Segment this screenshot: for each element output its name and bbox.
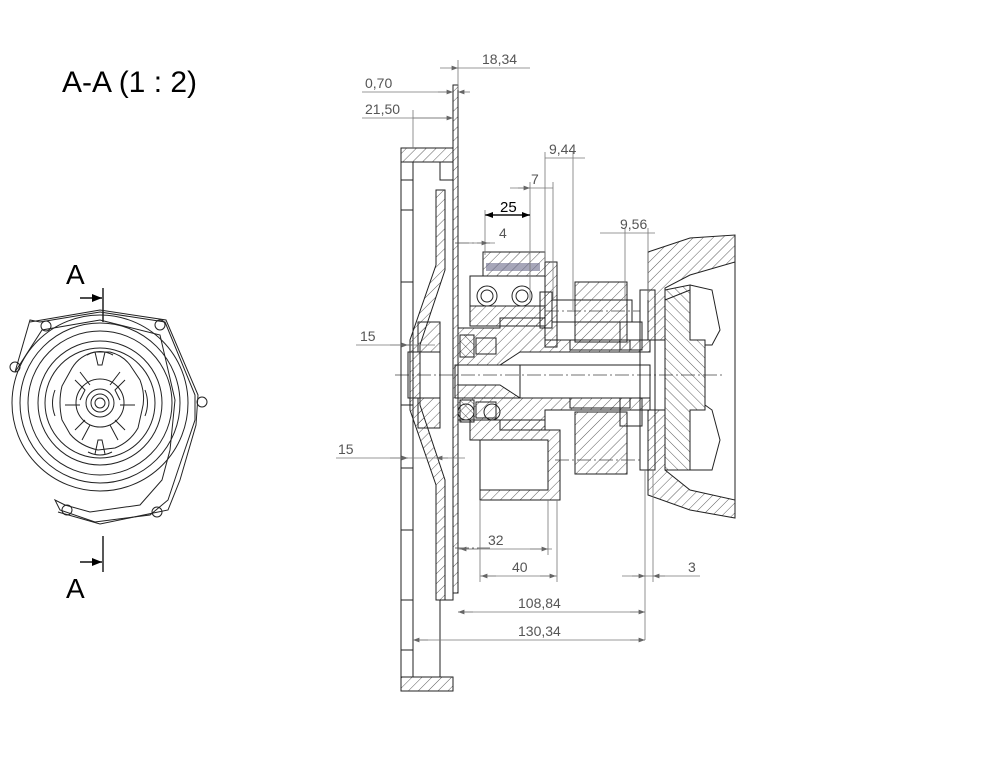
dim-108-84: 108,84 — [518, 595, 561, 611]
dim-3: 3 — [688, 559, 696, 575]
dim-4: 4 — [499, 225, 507, 241]
impeller — [52, 351, 148, 456]
dim-0-70: 0,70 — [365, 75, 392, 91]
dim-32: 32 — [488, 532, 504, 548]
dim-18-34: 18,34 — [482, 51, 517, 67]
dim-9-44: 9,44 — [549, 141, 576, 157]
bolt-hole — [151, 506, 163, 518]
section-mark-bottom: A — [66, 573, 85, 604]
dim-15-top: 15 — [360, 328, 376, 344]
impeller-gear — [545, 281, 643, 475]
dim-40: 40 — [512, 559, 528, 575]
bolt-hole — [61, 504, 73, 516]
right-housing — [639, 234, 736, 519]
gasket-plate — [452, 84, 459, 594]
pulley-flange — [400, 147, 454, 692]
section-mark-top: A — [66, 259, 85, 290]
dim-15-bottom: 15 — [338, 441, 354, 457]
section-view — [395, 84, 736, 692]
dim-7: 7 — [531, 171, 539, 187]
dim-25: 25 — [500, 199, 517, 216]
upper-bearing — [469, 251, 558, 348]
bolt-hole — [40, 320, 52, 332]
dim-21-50: 21,50 — [365, 101, 400, 117]
shaft — [454, 364, 651, 399]
dim-9-56: 9,56 — [620, 216, 647, 232]
flange-circle — [11, 314, 189, 492]
dimensions: 18,34 0,70 21,50 9,44 7 25 4 — [336, 51, 700, 643]
housing-outline-outer — [29, 309, 199, 525]
dim-130-34: 130,34 — [518, 623, 561, 639]
bolt-hole — [196, 396, 208, 408]
front-view: A A — [9, 259, 208, 604]
section-title: A-A (1 : 2) — [62, 66, 197, 99]
bolt-hole — [154, 319, 166, 331]
